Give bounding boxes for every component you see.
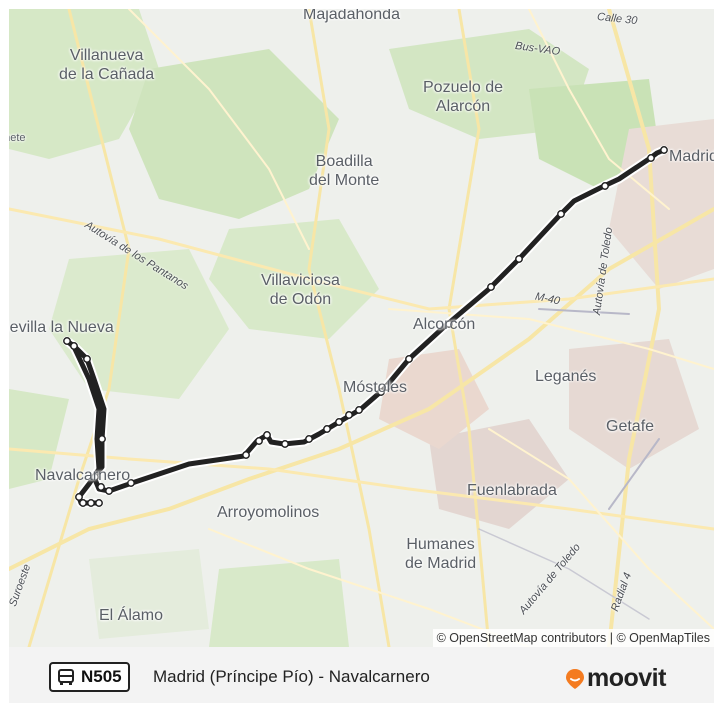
stop-marker[interactable] <box>557 210 565 218</box>
stop-marker[interactable] <box>445 320 453 328</box>
map-canvas[interactable] <box>9 9 714 647</box>
place-label-leganes: Leganés <box>535 368 597 385</box>
stop-marker[interactable] <box>355 406 363 414</box>
stop-marker[interactable] <box>383 383 391 391</box>
place-label-villaviciosa: Villaviciosa de Odón <box>261 272 340 308</box>
stop-marker[interactable] <box>305 435 313 443</box>
route-name: Madrid (Príncipe Pío) - Navalcarnero <box>153 667 430 686</box>
stop-marker[interactable] <box>660 146 668 154</box>
stop-marker[interactable] <box>95 499 103 507</box>
roads-layer <box>9 9 714 647</box>
place-label-villanueva: Villanueva de la Cañada <box>59 47 155 83</box>
moovit-pin-icon <box>566 668 584 689</box>
place-label-getafe: Getafe <box>606 418 655 435</box>
stop-marker[interactable] <box>263 431 271 439</box>
route-footer: N505 Madrid (Príncipe Pío) - Navalcarner… <box>9 647 714 703</box>
stop-marker[interactable] <box>105 487 113 495</box>
stop-marker[interactable] <box>97 483 105 491</box>
stop-marker[interactable] <box>79 499 87 507</box>
stop-marker[interactable] <box>91 473 99 481</box>
stop-marker[interactable] <box>127 479 135 487</box>
terrain-layer <box>9 9 714 647</box>
place-label-mostoles: Móstoles <box>343 379 408 396</box>
stop-marker[interactable] <box>335 418 343 426</box>
stop-marker[interactable] <box>323 425 331 433</box>
place-label-fuenlabrada: Fuenlabrada <box>467 482 557 499</box>
stop-marker[interactable] <box>83 355 91 363</box>
route-number: N505 <box>81 667 122 686</box>
place-label-pozuelo: Pozuelo de Alarcón <box>423 79 504 115</box>
place-label-sevilla-la-nueva: Sevilla la Nueva <box>9 319 114 336</box>
stop-marker[interactable] <box>601 182 609 190</box>
stop-marker[interactable] <box>242 451 250 459</box>
place-label-madrid: Madrid <box>669 148 714 165</box>
stop-marker[interactable] <box>515 255 523 263</box>
stop-marker[interactable] <box>70 342 78 350</box>
stop-marker[interactable] <box>87 499 95 507</box>
place-label-navalcarnero: Navalcarnero <box>35 467 131 484</box>
place-label-boadilla: Boadilla del Monte <box>309 153 380 189</box>
stop-marker[interactable] <box>377 388 385 396</box>
stop-marker[interactable] <box>75 493 83 501</box>
place-label-humanes: Humanes de Madrid <box>405 536 477 572</box>
route-badge: N505 <box>49 662 130 692</box>
brand-logo[interactable]: moovit <box>565 664 666 693</box>
stop-marker[interactable] <box>255 437 263 445</box>
map-attribution[interactable]: © OpenStreetMap contributors | © OpenMap… <box>432 629 714 647</box>
stop-marker[interactable] <box>487 283 495 291</box>
place-label-alcorcon: Alcorcón <box>413 316 476 333</box>
route-layer <box>62 145 669 508</box>
map-view[interactable]: Majadahonda Villanueva de la Cañada Pozu… <box>9 9 714 647</box>
stop-marker[interactable] <box>281 440 289 448</box>
stop-marker[interactable] <box>98 435 106 443</box>
stop-marker[interactable] <box>345 411 353 419</box>
stop-marker[interactable] <box>647 154 655 162</box>
place-label-arroyomolinos: Arroyomolinos <box>217 504 320 521</box>
place-label-brunete: Brunete <box>9 132 26 144</box>
bus-icon <box>58 669 74 685</box>
place-label-el-alamo: El Álamo <box>99 607 164 624</box>
brand-name: moovit <box>587 664 666 692</box>
stop-marker[interactable] <box>63 337 71 345</box>
place-label-majadahonda: Majadahonda <box>303 9 400 23</box>
stop-marker[interactable] <box>405 355 413 363</box>
